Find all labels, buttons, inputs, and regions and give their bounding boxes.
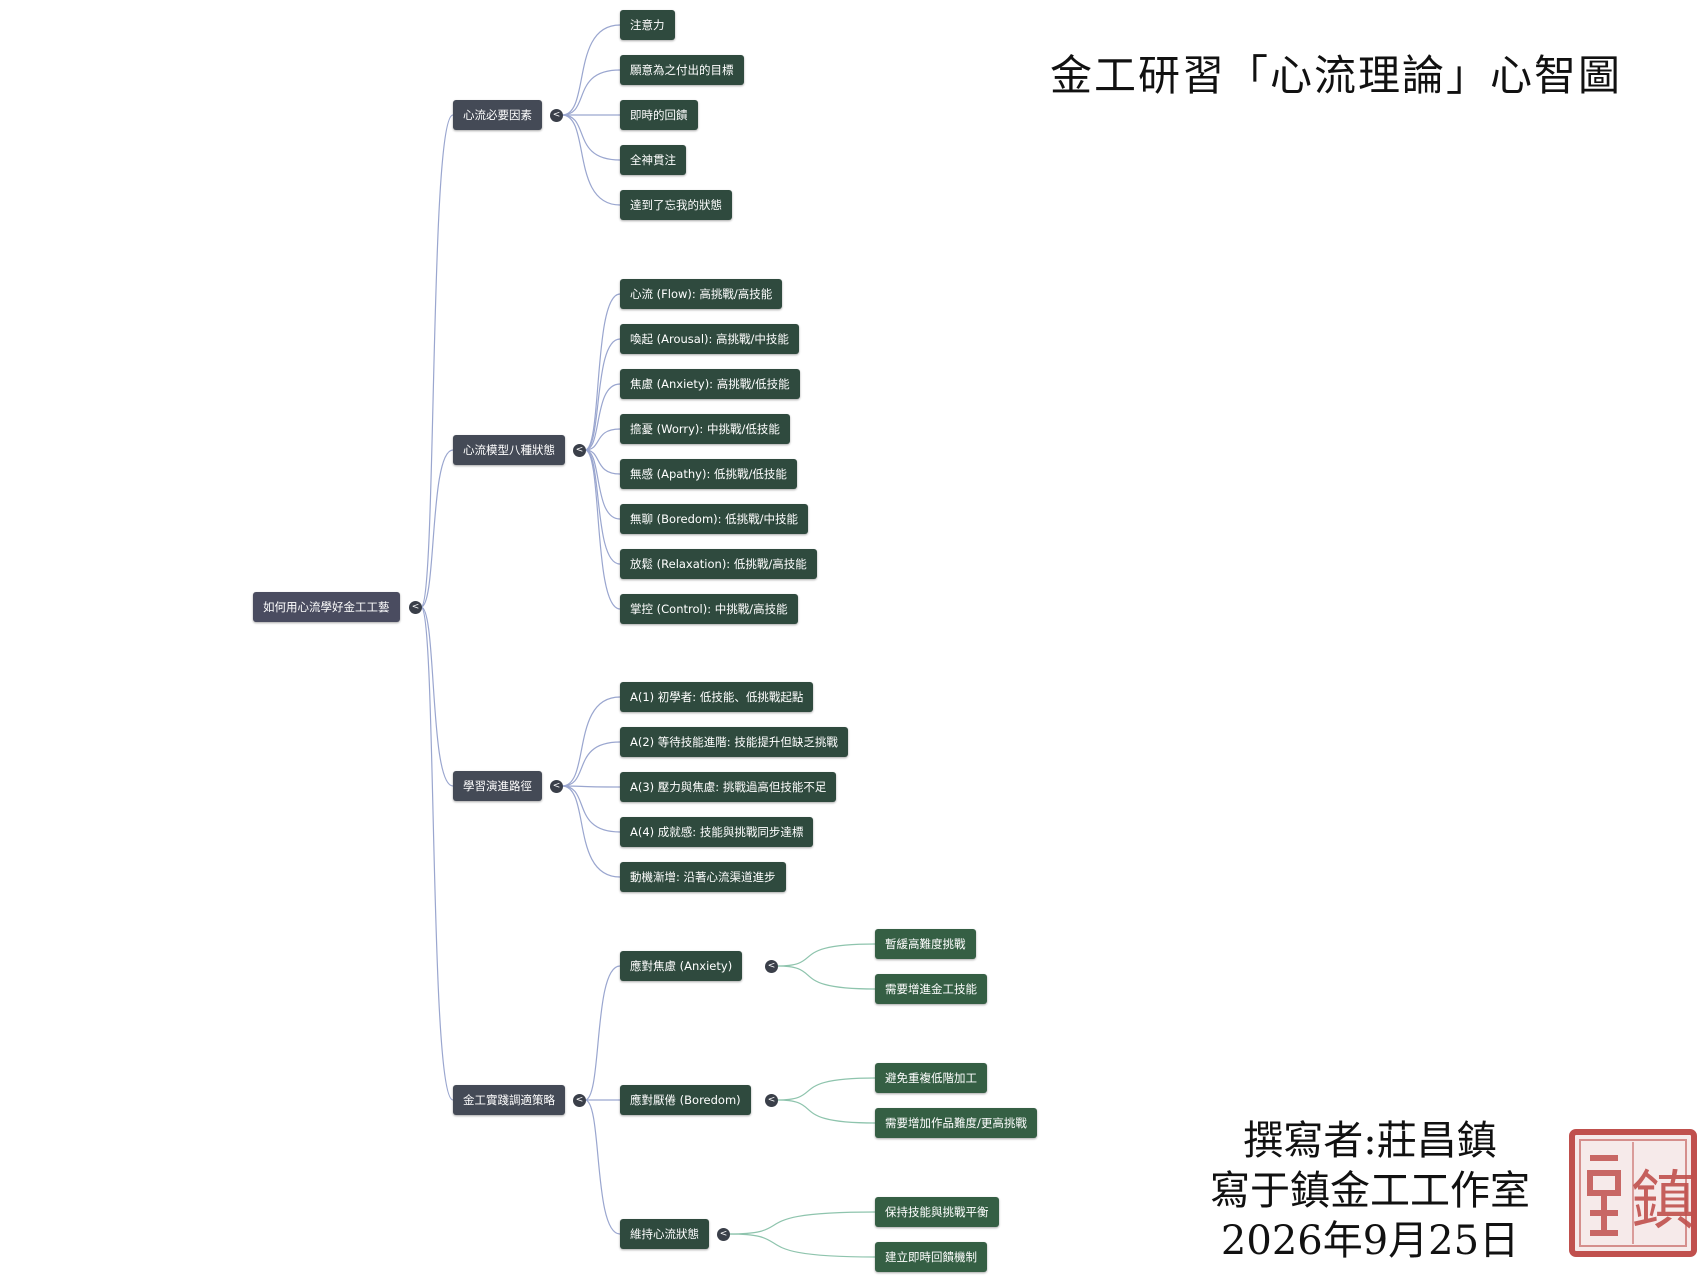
leaf-node-2-0[interactable]: A(1) 初學者: 低技能、低挑戰起點 [620, 682, 814, 712]
strategy-leaf-0-1[interactable]: 需要增進金工技能 [875, 974, 987, 1004]
leaf-node-0-4[interactable]: 達到了忘我的狀態 [620, 190, 732, 220]
collapse-toggle-branch-2[interactable]: < [550, 780, 563, 793]
collapse-toggle-strategy-0[interactable]: < [765, 960, 778, 973]
leaf-node-1-2[interactable]: 焦慮 (Anxiety): 高挑戰/低技能 [620, 369, 800, 399]
svg-text:鎮: 鎮 [1631, 1165, 1695, 1239]
edge-branch-1-leaf-3 [584, 428, 621, 451]
edge-strategy-1-leaf-0 [776, 1077, 876, 1101]
collapse-toggle-branch-3[interactable]: < [573, 1094, 586, 1107]
edge-branch-2-leaf-1 [561, 741, 621, 787]
edge-branch-1-leaf-4 [584, 449, 621, 475]
leaf-node-2-3[interactable]: A(4) 成就感: 技能與挑戰同步達標 [620, 817, 814, 847]
strategy-node-2[interactable]: 維持心流狀態 [620, 1219, 709, 1249]
edge-branch-2-leaf-4 [561, 785, 621, 878]
branch-node-2[interactable]: 學習演進路徑 [453, 771, 542, 801]
leaf-node-0-1[interactable]: 願意為之付出的目標 [620, 55, 744, 85]
edge-branch-2-leaf-3 [561, 785, 621, 833]
edge-branch-1-leaf-2 [584, 383, 621, 451]
edge-branch-2-leaf-2 [561, 785, 621, 788]
edge-branch-0-leaf-0 [561, 24, 621, 116]
date-line: 2026年9月25日 [1220, 1218, 1520, 1264]
leaf-node-2-4[interactable]: 動機漸增: 沿著心流渠道進步 [620, 862, 786, 892]
strategy-leaf-1-0[interactable]: 避免重複低階加工 [875, 1063, 987, 1093]
edge-branch-0-leaf-4 [561, 114, 621, 206]
collapse-toggle-strategy-2[interactable]: < [717, 1228, 730, 1241]
strategy-leaf-0-0[interactable]: 暫緩高難度挑戰 [875, 929, 976, 959]
page-title: 金工研習「心流理論」心智圖 [1050, 51, 1623, 100]
strategy-leaf-2-1[interactable]: 建立即時回饋機制 [875, 1242, 987, 1272]
edge-branch-3-sub-2 [584, 1099, 621, 1235]
leaf-node-2-2[interactable]: A(3) 壓力與焦慮: 挑戰過高但技能不足 [620, 772, 837, 802]
collapse-toggle-strategy-1[interactable]: < [765, 1094, 778, 1107]
seal-stamp: 鎮 [1568, 1128, 1698, 1258]
strategy-node-0[interactable]: 應對焦慮 (Anxiety) [620, 951, 743, 981]
edge-strategy-2-leaf-1 [728, 1233, 876, 1258]
branch-node-3[interactable]: 金工實踐調適策略 [453, 1085, 565, 1115]
strategy-leaf-1-1[interactable]: 需要增加作品難度/更高挑戰 [875, 1108, 1037, 1138]
edge-branch-1-leaf-0 [584, 293, 621, 451]
leaf-node-1-5[interactable]: 無聊 (Boredom): 低挑戰/中技能 [620, 504, 809, 534]
strategy-node-1[interactable]: 應對厭倦 (Boredom) [620, 1085, 751, 1115]
branch-node-1[interactable]: 心流模型八種狀態 [453, 435, 565, 465]
collapse-toggle-branch-0[interactable]: < [550, 109, 563, 122]
collapse-toggle-branch-1[interactable]: < [573, 444, 586, 457]
studio-line: 寫于鎮金工工作室 [1210, 1168, 1530, 1214]
edge-branch-1-leaf-7 [584, 449, 621, 610]
edge-branch-0-leaf-1 [561, 69, 621, 116]
leaf-node-1-0[interactable]: 心流 (Flow): 高挑戰/高技能 [620, 279, 783, 309]
edge-strategy-2-leaf-0 [728, 1211, 876, 1235]
strategy-leaf-2-0[interactable]: 保持技能與挑戰平衡 [875, 1197, 999, 1227]
edge-branch-3-sub-0 [584, 965, 621, 1101]
leaf-node-1-7[interactable]: 掌控 (Control): 中挑戰/高技能 [620, 594, 798, 624]
leaf-node-1-4[interactable]: 無感 (Apathy): 低挑戰/低技能 [620, 459, 797, 489]
author-line: 撰寫者:莊昌鎮 [1243, 1118, 1497, 1164]
leaf-node-1-6[interactable]: 放鬆 (Relaxation): 低挑戰/高技能 [620, 549, 817, 579]
edge-branch-1-leaf-1 [584, 338, 621, 451]
collapse-toggle-root[interactable]: < [409, 601, 422, 614]
leaf-node-1-1[interactable]: 喚起 (Arousal): 高挑戰/中技能 [620, 324, 799, 354]
leaf-node-1-3[interactable]: 擔憂 (Worry): 中挑戰/低技能 [620, 414, 790, 444]
edge-strategy-1-leaf-1 [776, 1099, 876, 1124]
edge-root-branch-1 [420, 449, 454, 608]
leaf-node-0-2[interactable]: 即時的回饋 [620, 100, 698, 130]
leaf-node-0-0[interactable]: 注意力 [620, 10, 675, 40]
mindmap-root-node[interactable]: 如何用心流學好金工工藝 [253, 592, 400, 622]
edge-root-branch-0 [420, 114, 454, 608]
branch-node-0[interactable]: 心流必要因素 [453, 100, 542, 130]
edge-strategy-0-leaf-1 [776, 965, 876, 990]
edge-root-branch-3 [420, 606, 454, 1101]
edge-branch-1-leaf-5 [584, 449, 621, 520]
edge-branch-0-leaf-3 [561, 114, 621, 161]
leaf-node-2-1[interactable]: A(2) 等待技能進階: 技能提升但缺乏挑戰 [620, 727, 848, 757]
edge-strategy-0-leaf-0 [776, 943, 876, 967]
edge-root-branch-2 [420, 606, 454, 787]
edge-branch-2-leaf-0 [561, 696, 621, 787]
leaf-node-0-3[interactable]: 全神貫注 [620, 145, 686, 175]
